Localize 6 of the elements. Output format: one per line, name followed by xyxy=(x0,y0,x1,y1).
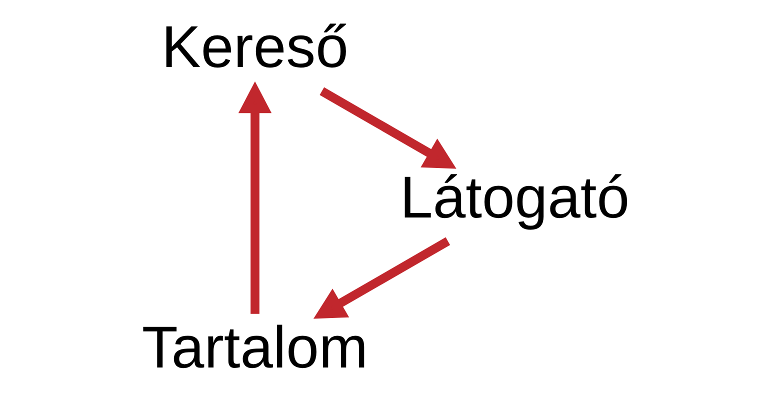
arrow xyxy=(312,237,450,319)
arrow xyxy=(238,81,272,314)
node-text: Látogató xyxy=(400,165,630,230)
node-text: Kereső xyxy=(161,15,348,80)
arrow xyxy=(319,87,456,169)
node-text: Tartalom xyxy=(141,315,368,380)
